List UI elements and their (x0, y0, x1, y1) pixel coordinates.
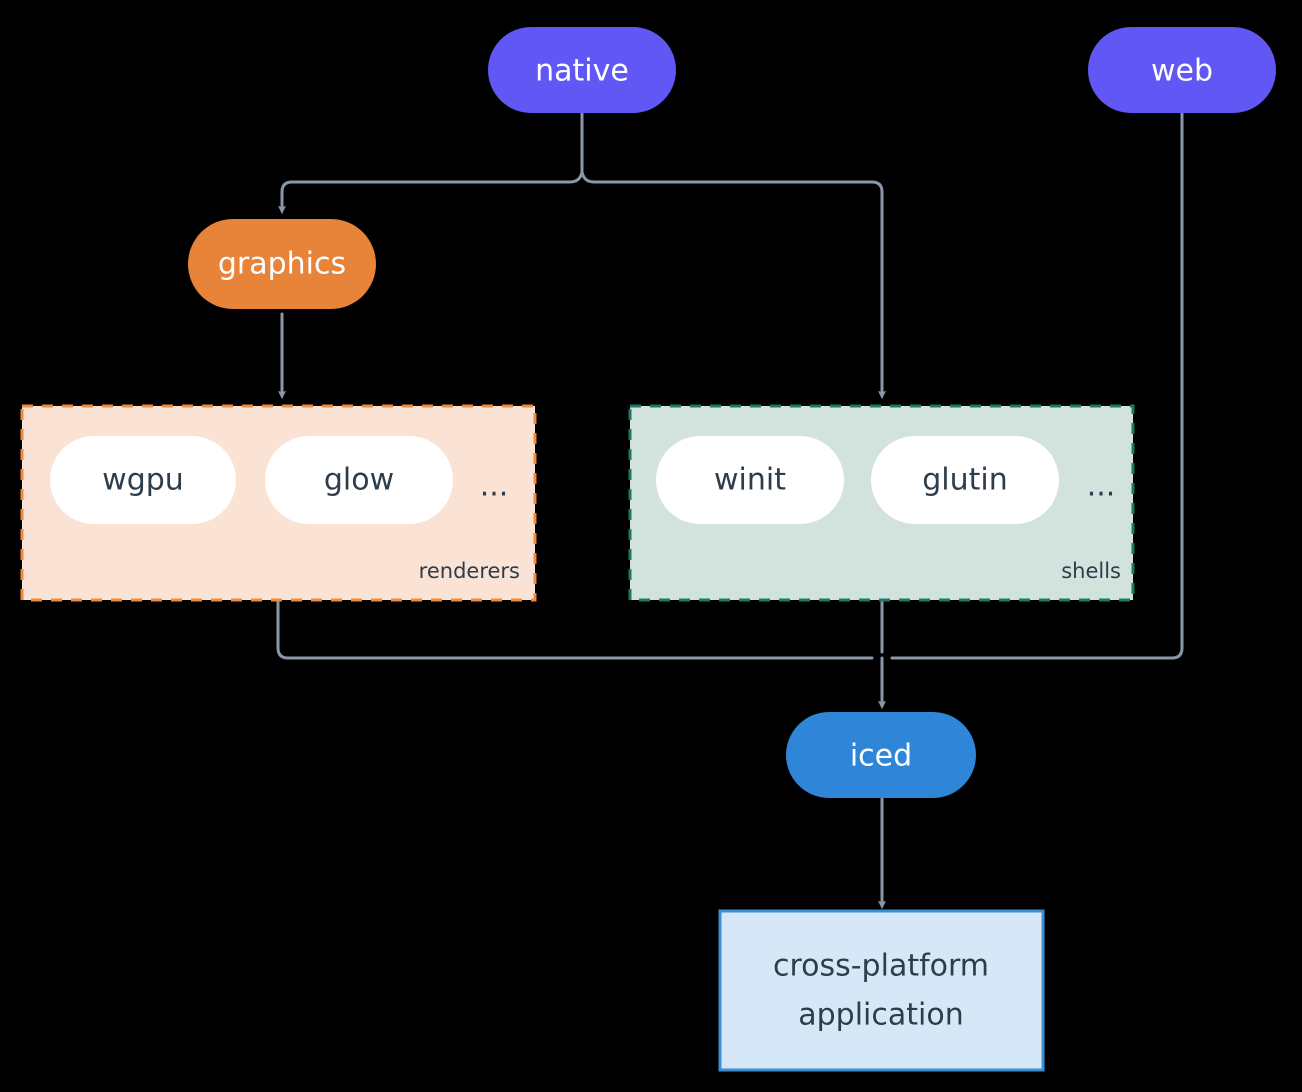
item-label-winit: winit (714, 463, 786, 498)
item-pill-winit (656, 436, 844, 524)
edge-native-to-shells (580, 170, 886, 400)
node-iced[interactable]: iced (786, 712, 976, 798)
node-web-label: web (1151, 54, 1213, 89)
item-label-wgpu: wgpu (102, 463, 184, 498)
node-application[interactable]: cross-platform application (718, 909, 1045, 1072)
edge-renderers-to-iced (276, 600, 874, 660)
node-native-label: native (535, 54, 629, 89)
edge-web-to-iced (890, 111, 1184, 660)
node-web-shape (1088, 27, 1276, 113)
group-shells-item-glutin[interactable]: glutin (871, 436, 1059, 524)
item-label-glutin: glutin (922, 463, 1008, 498)
group-renderers-item-glow[interactable]: glow (265, 436, 453, 524)
node-web[interactable]: web (1088, 27, 1276, 113)
group-shells: winit glutin ... shells (628, 404, 1135, 602)
edge-native-to-graphics (278, 170, 584, 215)
item-label-glow: glow (324, 463, 394, 498)
node-graphics[interactable]: graphics (188, 219, 376, 309)
node-native[interactable]: native (488, 27, 676, 113)
node-application-shape (718, 909, 1045, 1072)
item-pill-glutin (871, 436, 1059, 524)
node-application-label-line-1: cross-platform (773, 949, 989, 984)
edge-layer (276, 111, 1184, 910)
node-graphics-shape (188, 219, 376, 309)
group-shells-caption: shells (1061, 559, 1121, 583)
group-renderers: wgpu glow ... renderers (20, 404, 537, 602)
group-shells-item-winit[interactable]: winit (656, 436, 844, 524)
node-iced-label: iced (850, 739, 912, 774)
node-application-label-line-2: application (798, 998, 963, 1033)
group-renderers-item-wgpu[interactable]: wgpu (50, 436, 236, 524)
group-shells-ellipsis: ... (1087, 469, 1116, 504)
node-native-shape (488, 27, 676, 113)
item-pill-glow (265, 436, 453, 524)
item-pill-wgpu (50, 436, 236, 524)
node-iced-shape (786, 712, 976, 798)
group-renderers-caption: renderers (419, 559, 520, 583)
group-renderers-ellipsis: ... (480, 469, 509, 504)
node-graphics-label: graphics (218, 247, 346, 282)
